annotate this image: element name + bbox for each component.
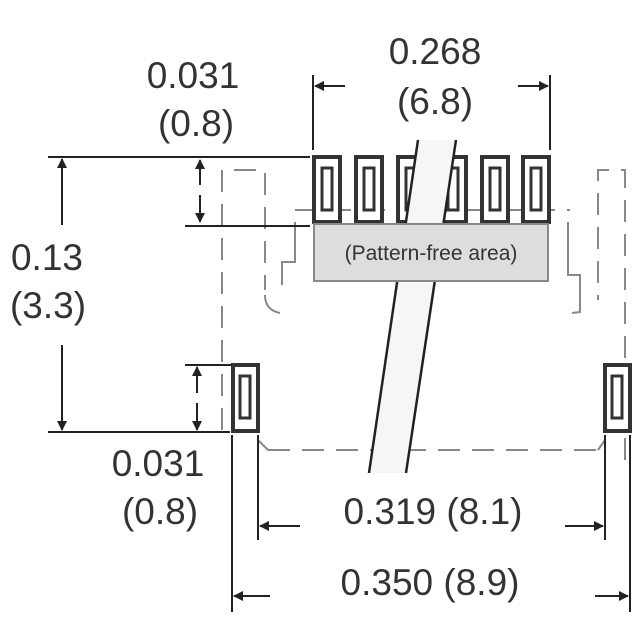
outer-span-label: 0.350 (8.9) [341,562,520,603]
top-pad-width-mm: (0.8) [158,103,234,144]
pad [312,155,342,224]
pattern-free-area: (Pattern-free area) [313,223,549,282]
height-inch: 0.13 [11,237,83,278]
bottom-pad-width-inch: 0.031 [112,443,205,484]
pad [480,155,510,224]
pad [354,155,384,224]
bottom-pad-width-mm: (0.8) [122,491,198,532]
top-span-mm: (6.8) [397,81,473,122]
inner-span-label: 0.319 (8.1) [344,491,523,532]
dimension-lines [48,75,631,612]
top-pad-width-inch: 0.031 [147,55,240,96]
top-span-inch: 0.268 [389,31,482,72]
bottom-pad-left [231,363,260,433]
pattern-free-label: (Pattern-free area) [345,242,518,265]
bottom-pad-right [603,363,632,433]
pad [521,155,551,224]
height-mm: (3.3) [10,285,86,326]
